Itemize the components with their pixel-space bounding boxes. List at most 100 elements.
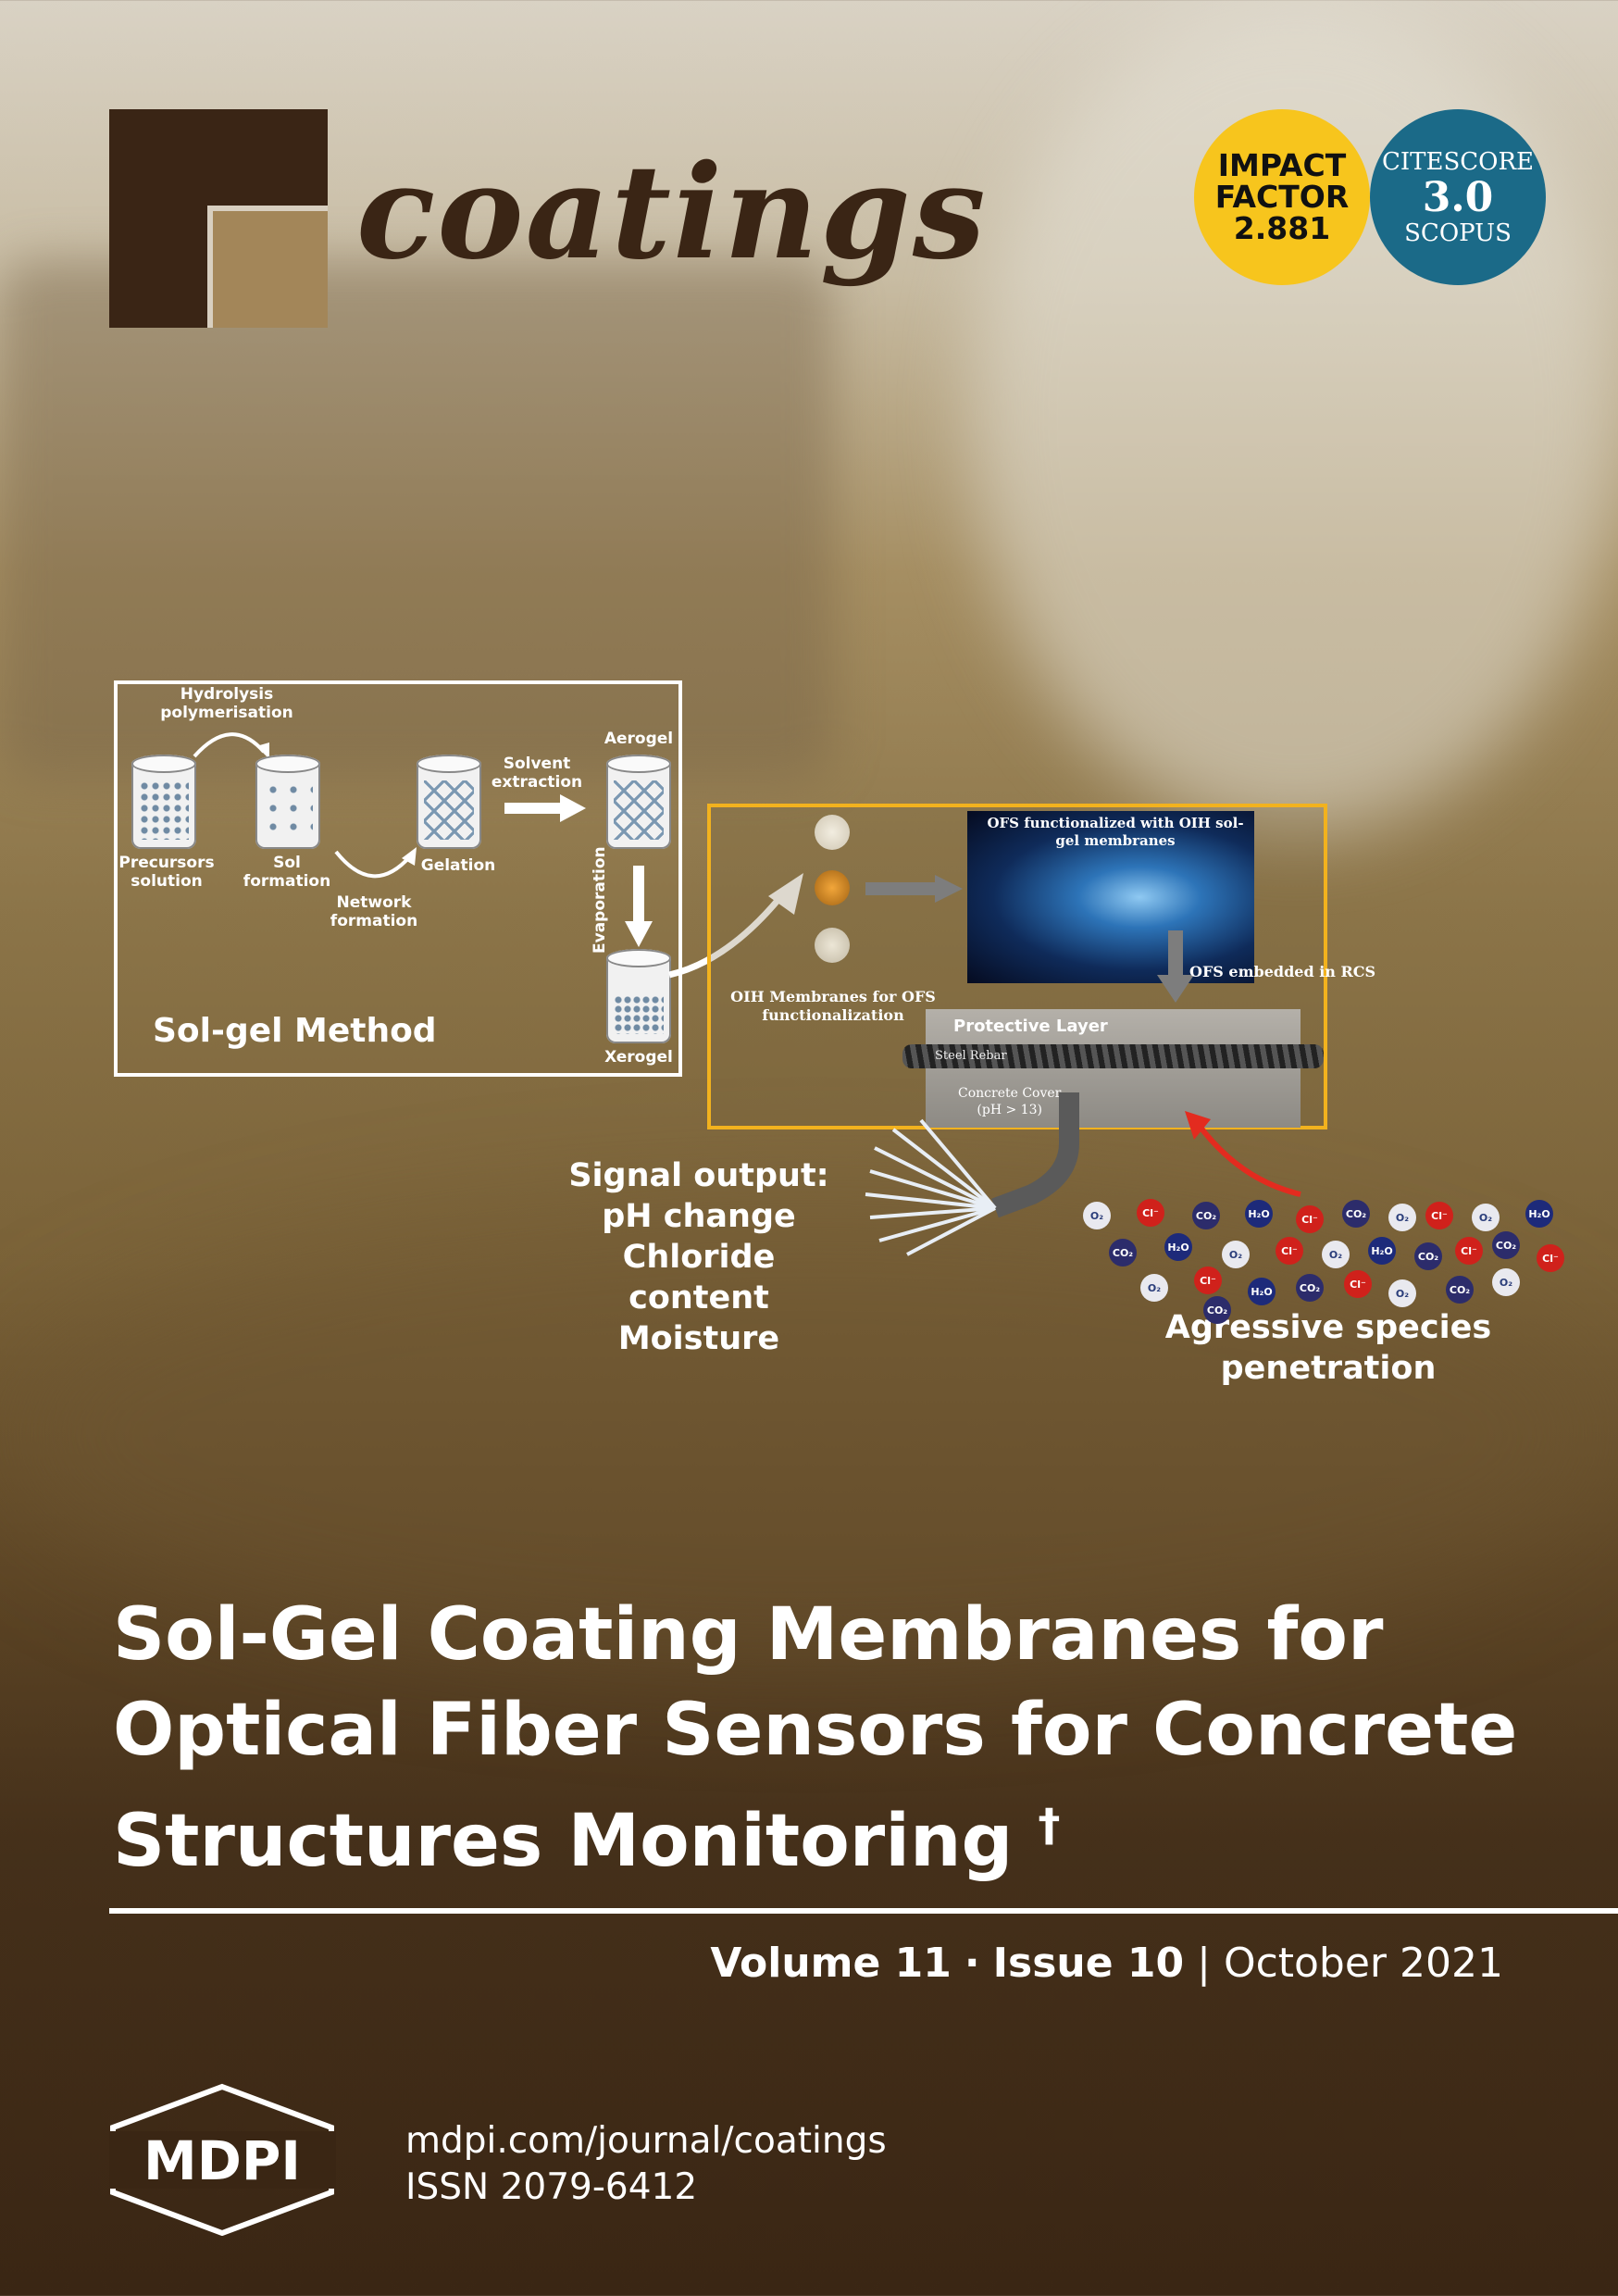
ion-26: CO₂ [1446, 1276, 1474, 1304]
solvent-label: Solvent extraction [491, 755, 583, 792]
citescore-badge: CITESCORE 3.0 SCOPUS [1370, 109, 1546, 285]
network-label: Network formation [330, 893, 418, 930]
footer-links: mdpi.com/journal/coatings ISSN 2079-6412 [405, 2118, 887, 2211]
ion-22: H₂O [1248, 1278, 1276, 1305]
ion-1: Cl⁻ [1137, 1199, 1164, 1227]
ion-9: H₂O [1525, 1200, 1553, 1228]
solgel-method-title: Sol-gel Method [153, 1012, 437, 1050]
background-drum [0, 259, 833, 778]
xerogel-beaker [606, 949, 671, 1043]
embed-arrow [1157, 930, 1194, 1003]
membrane-disk-1 [815, 815, 850, 850]
article-title: Sol-Gel Coating Membranes for Optical Fi… [113, 1588, 1557, 1890]
ion-8: O₂ [1472, 1204, 1500, 1231]
signal-line-3: Chloride content [622, 1239, 776, 1316]
ion-0: O₂ [1083, 1202, 1111, 1229]
ion-4: Cl⁻ [1296, 1205, 1324, 1233]
journal-logo-inner-square [207, 206, 328, 328]
precursors-label: Precursors solution [118, 854, 215, 891]
ion-25: O₂ [1388, 1279, 1416, 1307]
impact-line2: FACTOR [1214, 179, 1350, 215]
volume-label: Volume 11 [710, 1940, 952, 1987]
membrane-disk-3 [815, 928, 850, 963]
aggressive-species-text: Agressive species penetration [1152, 1307, 1504, 1389]
evaporation-arrow [625, 866, 653, 947]
signal-line-2: pH change [602, 1198, 796, 1235]
precursor-beaker [131, 755, 196, 849]
optical-fiber-image [967, 811, 1254, 983]
concrete-cover-label: Concrete Cover (pH > 13) [958, 1085, 1061, 1118]
issue-separator: · [964, 1940, 980, 1987]
solvent-arrow [504, 794, 586, 822]
ion-21: Cl⁻ [1194, 1267, 1222, 1294]
issue-info: Volume 11 · Issue 10 | October 2021 [710, 1940, 1503, 1987]
issue-bar: | [1197, 1940, 1211, 1987]
mdpi-logo: MDPI [109, 2083, 336, 2236]
ion-13: Cl⁻ [1276, 1237, 1303, 1265]
membrane-disk-2 [815, 870, 850, 905]
network-arrow [334, 847, 417, 879]
xerogel-label: Xerogel [604, 1048, 673, 1067]
ion-20: O₂ [1140, 1274, 1168, 1302]
signal-line-1: Signal output: [568, 1157, 829, 1194]
ion-6: O₂ [1388, 1204, 1416, 1231]
signal-line-4: Moisture [617, 1320, 780, 1357]
concrete-cover-text: Concrete Cover [958, 1086, 1062, 1101]
sol-beaker [255, 755, 320, 849]
hydrolysis-arrow [193, 732, 269, 759]
ion-27: O₂ [1492, 1268, 1520, 1296]
membrane-to-fiber-arrow [865, 875, 963, 903]
evaporation-label: Evaporation [591, 846, 609, 954]
concrete-block [926, 1009, 1301, 1128]
ion-19: Cl⁻ [1537, 1244, 1564, 1272]
ion-14: O₂ [1322, 1241, 1350, 1268]
penetration-arrow [1185, 1111, 1301, 1197]
impact-value: 2.881 [1233, 210, 1331, 246]
impact-line1: IMPACT [1217, 147, 1347, 183]
impact-factor-badge: IMPACT FACTOR 2.881 [1194, 109, 1370, 285]
article-title-line-2: Optical Fiber Sensors for Concrete [113, 1689, 1518, 1772]
citescore-source: SCOPUS [1404, 219, 1512, 247]
steel-rebar-label: Steel Rebar [935, 1049, 1007, 1063]
protective-layer-label: Protective Layer [953, 1017, 1108, 1036]
citescore-label: CITESCORE [1381, 148, 1535, 176]
ion-17: Cl⁻ [1455, 1237, 1483, 1265]
hydrolysis-label: Hydrolysis polymerisation [160, 685, 293, 722]
signal-output-text: Signal output: pH change Chloride conten… [551, 1155, 847, 1359]
ofs-functionalized-label: OFS functionalized with OIH sol-gel memb… [987, 815, 1244, 849]
ion-18: CO₂ [1492, 1231, 1520, 1259]
ion-15: H₂O [1368, 1237, 1396, 1265]
aerogel-label: Aerogel [604, 730, 674, 748]
ion-3: H₂O [1245, 1200, 1273, 1228]
journal-url-link[interactable]: mdpi.com/journal/coatings [405, 2120, 887, 2162]
dagger-mark: † [1038, 1800, 1061, 1852]
ion-24: Cl⁻ [1344, 1270, 1372, 1298]
mdpi-logo-text: MDPI [143, 2129, 301, 2192]
journal-name: coatings [356, 137, 988, 289]
ion-5: CO₂ [1342, 1200, 1370, 1228]
article-title-line-1: Sol-Gel Coating Membranes for [113, 1593, 1384, 1677]
oih-membranes-label: OIH Membranes for OFS functionalization [730, 988, 936, 1024]
ion-2: CO₂ [1192, 1202, 1220, 1229]
ion-12: O₂ [1222, 1241, 1250, 1268]
ion-10: CO₂ [1109, 1239, 1137, 1267]
fiber-bundle-icon [865, 1092, 1079, 1256]
ion-16: CO₂ [1414, 1242, 1442, 1270]
solgel-diagram-frame [114, 680, 682, 1077]
issue-date: October 2021 [1223, 1940, 1503, 1987]
gelation-beaker [417, 755, 481, 849]
issn-text: ISSN 2079-6412 [405, 2166, 698, 2208]
connector-arrow [668, 873, 803, 979]
ion-28: CO₂ [1203, 1296, 1231, 1324]
ion-7: Cl⁻ [1425, 1202, 1453, 1229]
aerogel-beaker [606, 755, 671, 849]
issue-label: Issue 10 [992, 1940, 1185, 1987]
title-divider [109, 1908, 1618, 1914]
ion-23: CO₂ [1296, 1274, 1324, 1302]
ofs-embedded-label: OFS embedded in RCS [1189, 963, 1376, 980]
ion-11: H₂O [1164, 1233, 1192, 1261]
sol-label: Sol formation [243, 854, 331, 891]
gelation-label: Gelation [420, 856, 496, 875]
steel-rebar [902, 1044, 1324, 1068]
citescore-value: 3.0 [1422, 174, 1494, 221]
